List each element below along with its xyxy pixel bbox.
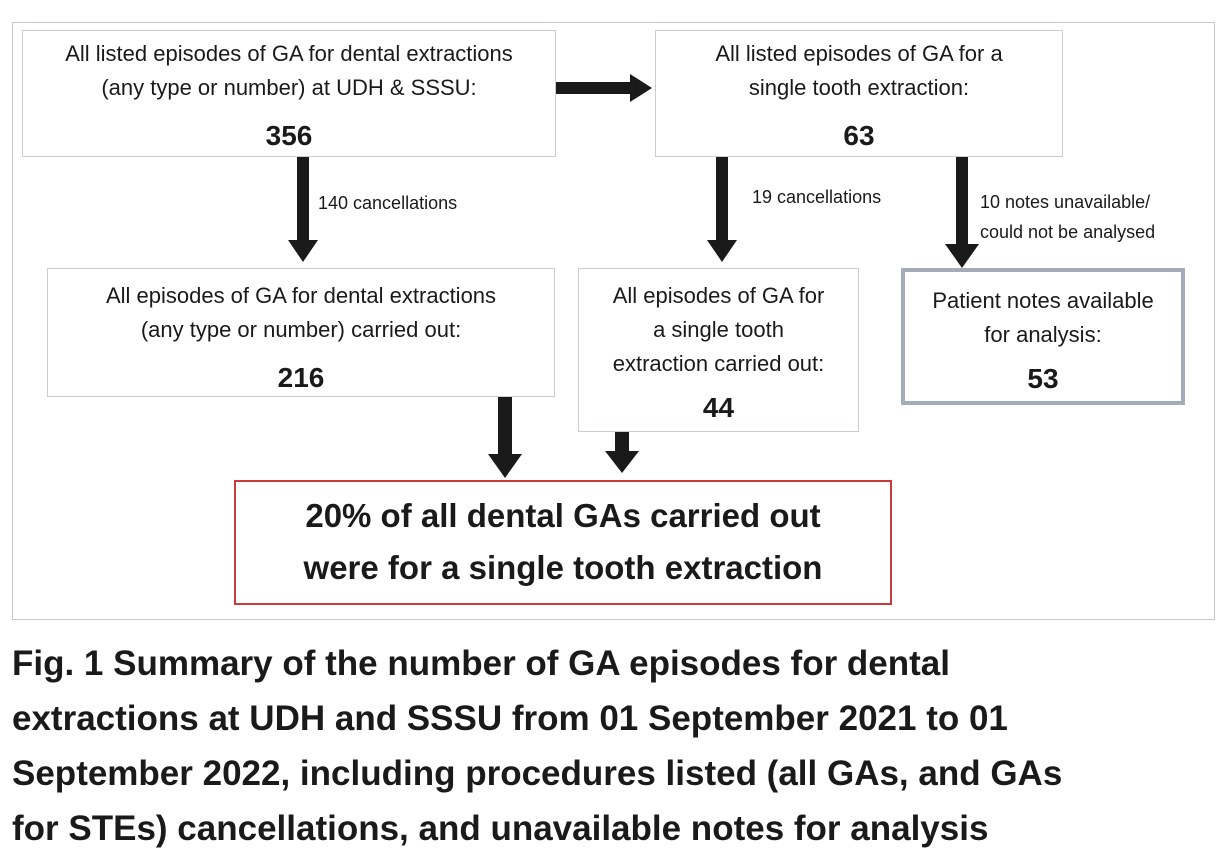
arrow-down-icon-to-result-right: [605, 432, 639, 473]
all-carried-out-box: All episodes of GA for dental extraction…: [47, 268, 555, 397]
box-text: a single tooth: [653, 317, 784, 342]
box-text: (any type or number) at UDH & SSSU:: [101, 75, 477, 100]
label-19-cancellations: 19 cancellations: [752, 187, 882, 207]
box-value: 216: [277, 362, 325, 393]
caption-line: extractions at UDH and SSSU from 01 Sept…: [12, 699, 1008, 738]
single-listed-episodes-box: All listed episodes of GA for a single t…: [655, 30, 1063, 157]
result-text: were for a single tooth extraction: [303, 549, 823, 586]
box-text: (any type or number) carried out:: [140, 317, 462, 342]
box-text: for analysis:: [984, 322, 1102, 347]
caption-line: Fig. 1 Summary of the number of GA episo…: [12, 644, 950, 683]
box-text: All episodes of GA for dental extraction…: [105, 283, 497, 308]
arrow-down-icon-cancellations-single: [707, 157, 737, 262]
result-box: 20% of all dental GAs carried out were f…: [234, 480, 892, 605]
box-value: 63: [843, 120, 875, 151]
arrow-right-icon: [556, 74, 652, 102]
caption-line: September 2022, including procedures lis…: [12, 754, 1063, 793]
box-text: All listed episodes of GA for dental ext…: [65, 41, 513, 66]
arrow-down-icon-cancellations-all: [288, 157, 318, 262]
label-line: could not be analysed: [980, 222, 1156, 242]
box-text: single tooth extraction:: [748, 75, 970, 100]
arrow-down-icon-to-result-left: [488, 397, 522, 478]
result-text: 20% of all dental GAs carried out: [305, 497, 821, 534]
box-text: extraction carried out:: [612, 351, 825, 376]
single-carried-out-box: All episodes of GA for a single tooth ex…: [578, 268, 859, 432]
figure-caption: Fig. 1 Summary of the number of GA episo…: [12, 636, 1222, 856]
notes-available-box: Patient notes available for analysis: 53: [901, 268, 1185, 405]
label-notes-unavailable: 10 notes unavailable/ could not be analy…: [980, 187, 1155, 247]
all-listed-episodes-box: All listed episodes of GA for dental ext…: [22, 30, 556, 157]
box-text: Patient notes available: [932, 288, 1154, 313]
arrow-down-icon-notes: [945, 157, 979, 268]
box-text: All listed episodes of GA for a: [715, 41, 1003, 66]
box-value: 356: [265, 120, 313, 151]
label-140-cancellations: 140 cancellations: [318, 193, 458, 213]
box-value: 44: [702, 392, 735, 423]
figure-frame: [12, 22, 1215, 620]
label-line: 10 notes unavailable/: [980, 192, 1151, 212]
box-text: All episodes of GA for: [612, 283, 825, 308]
box-value: 53: [1027, 363, 1059, 394]
caption-line: for STEs) cancellations, and unavailable…: [12, 809, 989, 848]
